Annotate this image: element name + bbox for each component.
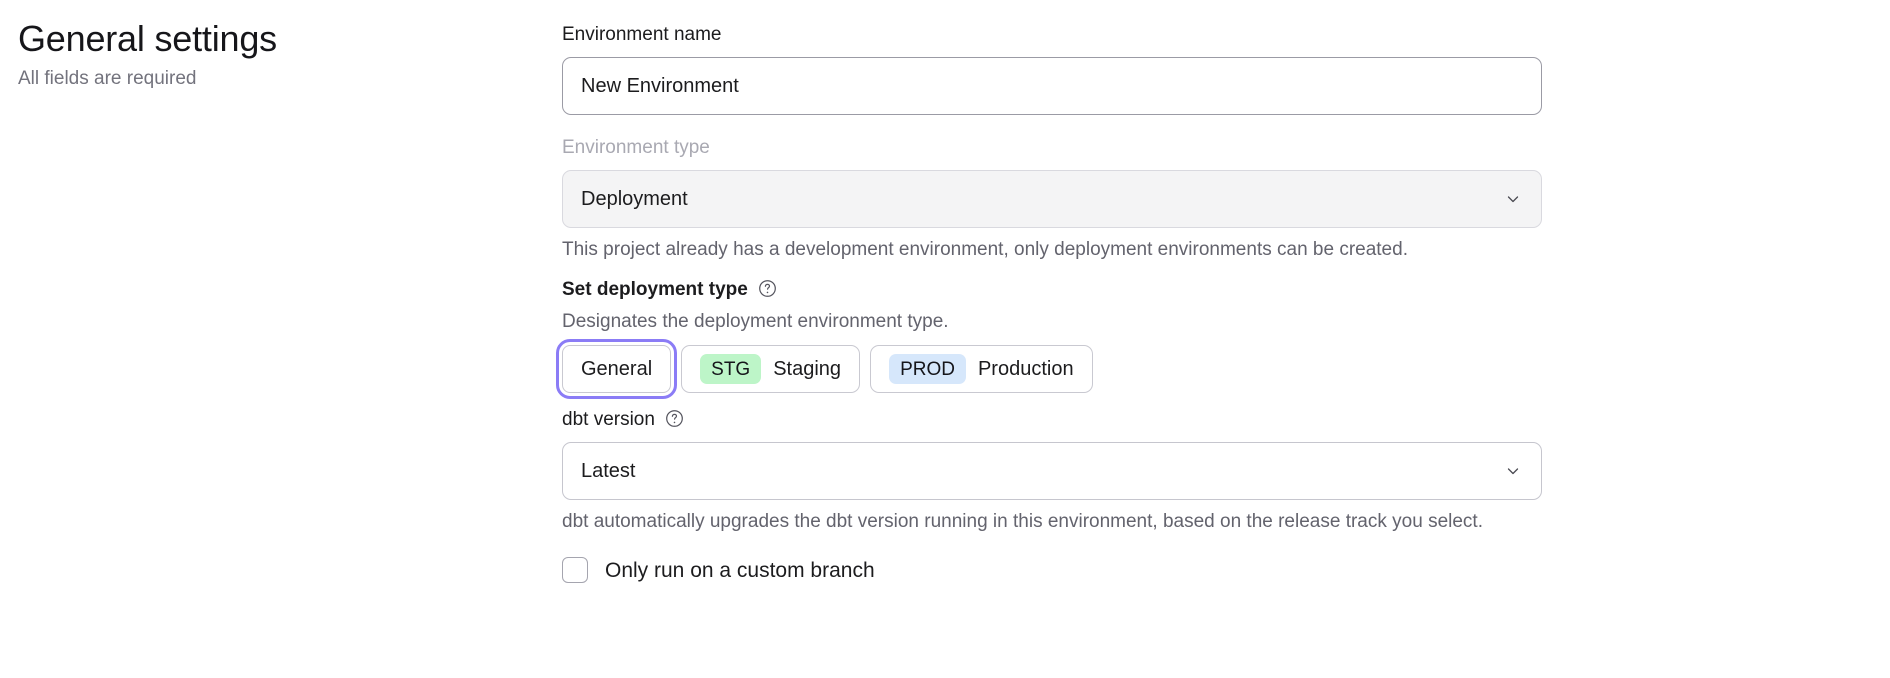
dbt-version-helper: dbt automatically upgrades the dbt versi…	[562, 511, 1483, 532]
production-badge: PROD	[889, 354, 966, 384]
chevron-down-icon	[1505, 191, 1521, 207]
custom-branch-checkbox-row[interactable]: Only run on a custom branch	[562, 557, 1862, 583]
environment-name-field: Environment name	[562, 22, 1862, 115]
deployment-type-label: Set deployment type	[562, 279, 748, 300]
environment-type-value: Deployment	[581, 188, 688, 210]
page-title: General settings	[18, 18, 277, 59]
deployment-type-field: Set deployment type Designates the deplo…	[555, 277, 1862, 399]
custom-branch-label: Only run on a custom branch	[605, 558, 875, 582]
dbt-version-select[interactable]: Latest	[562, 442, 1542, 500]
deployment-type-helper: Designates the deployment environment ty…	[562, 311, 949, 332]
environment-name-input[interactable]	[562, 57, 1542, 115]
environment-type-label: Environment type	[562, 137, 710, 158]
dbt-version-value: Latest	[581, 460, 636, 482]
deployment-type-option-general[interactable]: General	[555, 339, 678, 399]
custom-branch-checkbox[interactable]	[562, 557, 588, 583]
deployment-type-option-production-label: Production	[977, 357, 1074, 380]
dbt-version-field: dbt version Latest dbt automatica	[562, 407, 1862, 535]
dbt-version-label: dbt version	[562, 409, 655, 430]
deployment-type-label-row: Set deployment type	[562, 277, 1862, 303]
help-circle-icon[interactable]	[758, 279, 777, 298]
settings-header: General settings All fields are required	[18, 16, 518, 92]
help-circle-icon[interactable]	[665, 409, 684, 428]
page-subtitle: All fields are required	[18, 68, 197, 89]
environment-type-select[interactable]: Deployment	[562, 170, 1542, 228]
settings-form: Environment name Environment type Deploy…	[555, 22, 1862, 583]
deployment-type-options: General STG Staging PROD Production	[555, 339, 1862, 399]
environment-type-field: Environment type Deployment This project…	[562, 135, 1862, 263]
deployment-type-option-staging[interactable]: STG Staging	[681, 345, 861, 393]
environment-name-label: Environment name	[562, 24, 722, 45]
chevron-down-icon	[1505, 463, 1521, 479]
staging-badge: STG	[700, 354, 762, 384]
deployment-type-option-staging-label: Staging	[773, 357, 842, 380]
deployment-type-option-general-label: General	[581, 357, 653, 380]
environment-type-helper: This project already has a development e…	[562, 239, 1408, 260]
dbt-version-label-row: dbt version	[562, 407, 1862, 433]
deployment-type-option-production[interactable]: PROD Production	[870, 345, 1093, 393]
